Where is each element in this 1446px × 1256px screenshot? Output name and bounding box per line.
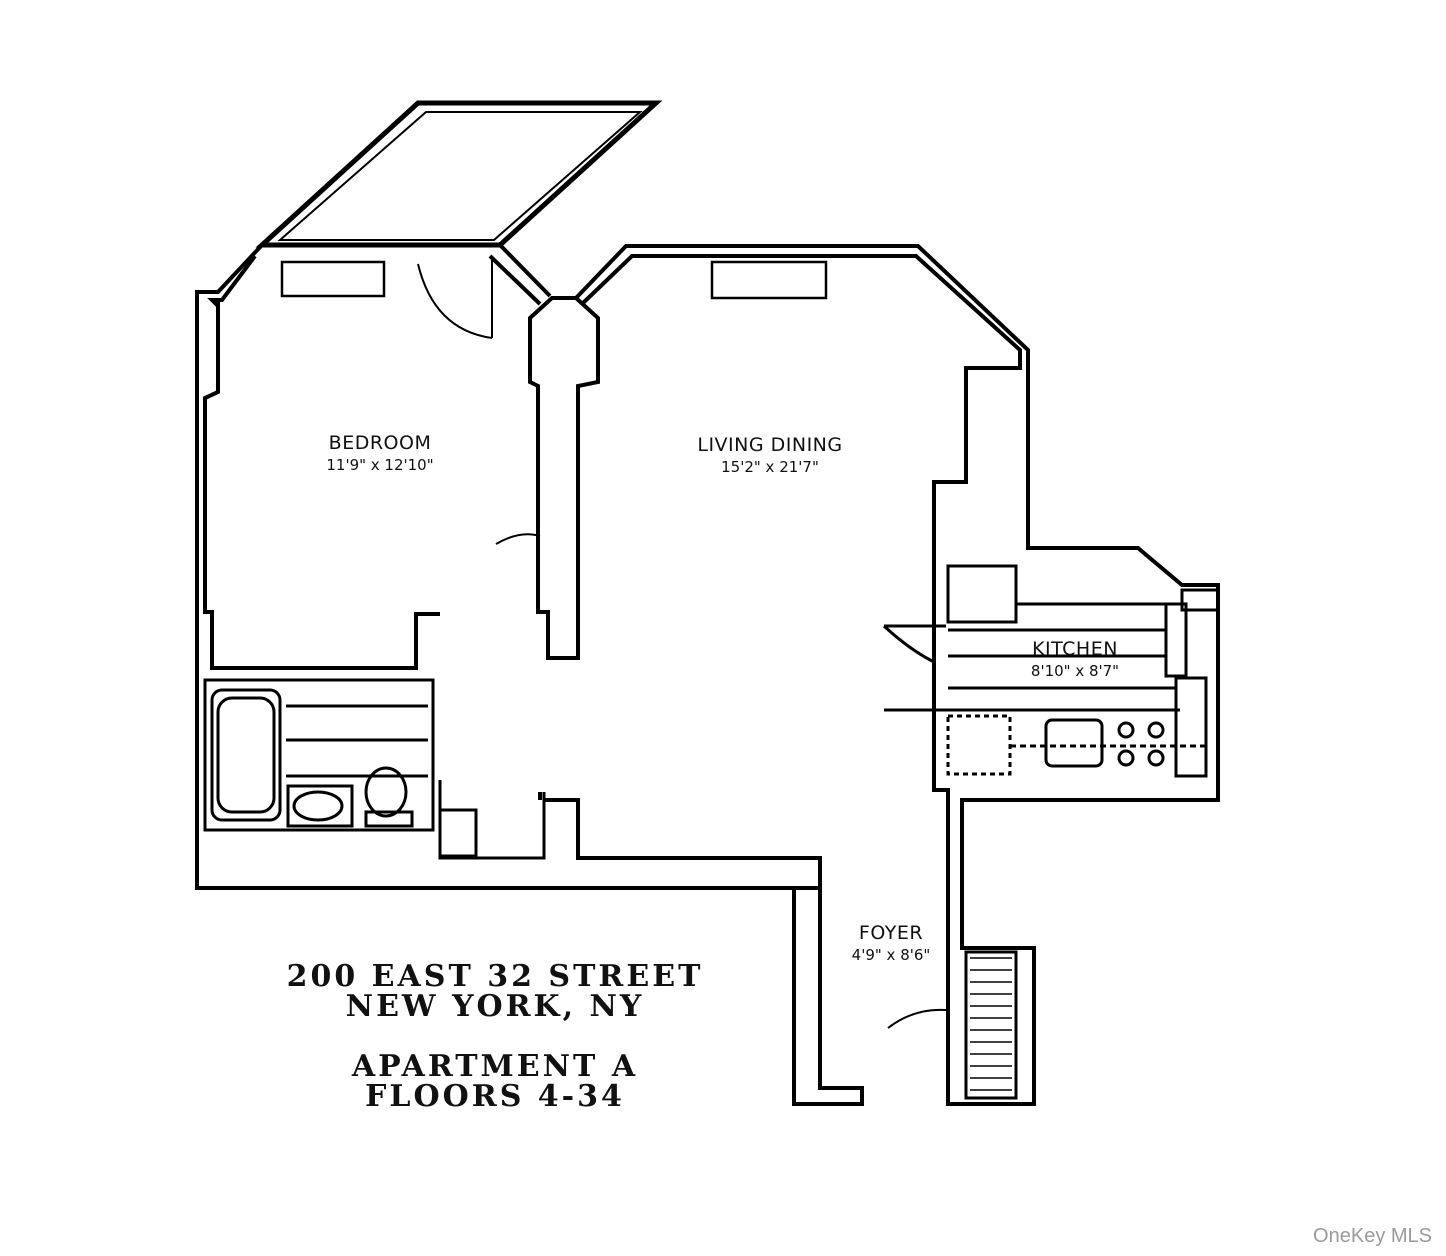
unit-line-1: APARTMENT A — [351, 1049, 639, 1084]
kitchen-size: 8'10" x 8'7" — [1030, 662, 1120, 680]
living-window — [710, 260, 828, 300]
living-dining-size: 15'2" x 21'7" — [721, 458, 819, 476]
foyer-label: FOYER — [858, 922, 924, 944]
bedroom-window — [280, 260, 386, 298]
listing-credit: OneKey MLS — [1313, 1225, 1432, 1247]
bedroom-label: BEDROOM — [328, 432, 432, 454]
foyer-size: 4'9" x 8'6" — [851, 946, 931, 964]
address-line-1: 200 EAST 32 STREET — [286, 959, 704, 994]
kitchen-label: KITCHEN — [1032, 638, 1118, 660]
address-line-2: NEW YORK, NY — [345, 989, 645, 1024]
bedroom-walls — [195, 243, 820, 890]
hall-closet — [438, 780, 546, 860]
unit-line-2: FLOORS 4-34 — [365, 1079, 625, 1114]
bathroom — [203, 678, 435, 832]
kitchen-walls — [882, 564, 1220, 778]
living-dining-label: LIVING DINING — [697, 434, 843, 456]
living-dining-walls — [538, 244, 1220, 1106]
closet-door-swing — [495, 533, 541, 545]
bedroom-door — [417, 256, 493, 339]
foyer-closet-hatch — [964, 950, 1018, 1100]
center-pier — [528, 296, 600, 660]
foyer-door-swing — [887, 1008, 947, 1029]
bedroom-size: 11'9" x 12'10" — [326, 456, 434, 474]
balcony — [255, 100, 663, 248]
